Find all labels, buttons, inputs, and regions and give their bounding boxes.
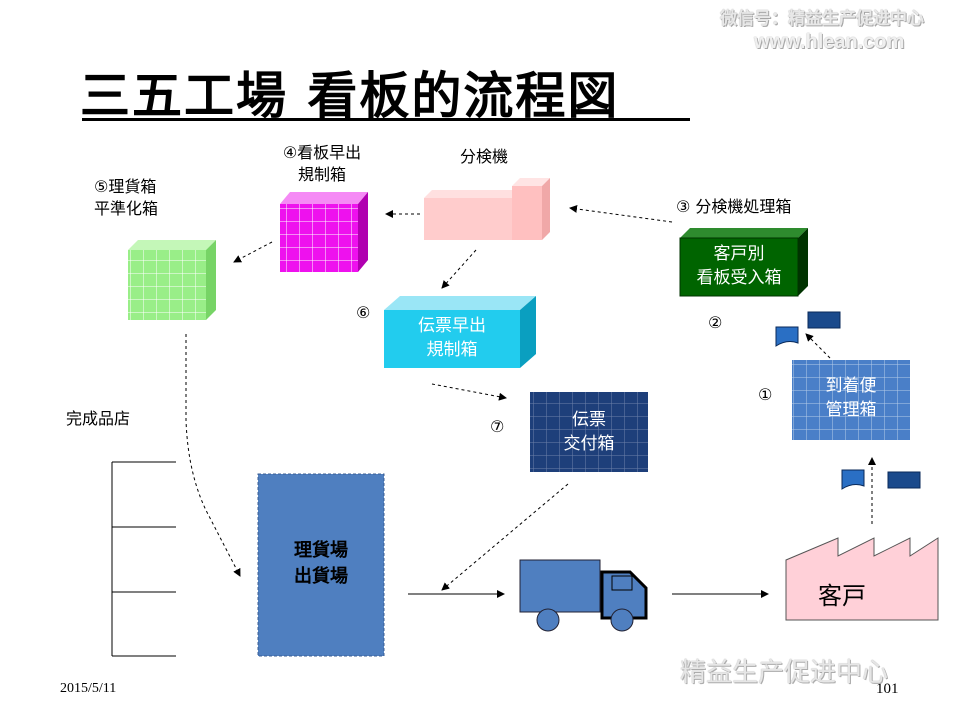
page-title: 三五工場 看板的流程図: [80, 67, 620, 125]
step-2-marker: ②: [708, 313, 723, 332]
customer-kanban-box-label: 客戸別 看板受入箱: [696, 244, 782, 288]
finished-goods-shelf: [111, 461, 176, 657]
kanban-cards-lower: [841, 469, 921, 490]
slip-delivery-box: [530, 392, 648, 472]
step-1-marker: ①: [758, 385, 773, 404]
yard-area: [257, 473, 385, 657]
sorter-label: 分検機: [460, 147, 509, 166]
dashed-arrows: [185, 204, 876, 591]
arrival-box-label: 到着便 管理箱: [825, 376, 877, 420]
yard-label: 理貨場 出貨場: [294, 540, 348, 587]
watermark-bottom: 精益生产促进中心: [680, 658, 889, 688]
sorter-machine: [424, 178, 550, 240]
sorter-box-label: ③ 分検機処理箱: [676, 197, 792, 216]
kanban-issue-box: [280, 192, 368, 272]
slip-issue-box-label: 伝票早出 規制箱: [418, 316, 486, 360]
customer-kanban-box: [679, 228, 808, 297]
slip-issue-box: [384, 296, 536, 368]
watermark-url: www.hlean.com: [754, 31, 905, 53]
footer-date: 2015/5/11: [60, 681, 117, 696]
finished-store-label: 完成品店: [66, 409, 131, 428]
footer-page-number: 101: [876, 681, 899, 697]
kanban-cards-upper: [775, 311, 841, 347]
truck-icon: [519, 559, 648, 632]
step-6-marker: ⑥: [356, 303, 371, 322]
slip-delivery-box-label: 伝票 交付箱: [563, 410, 615, 454]
kanban-issue-label: ④看板早出 規制箱: [282, 143, 362, 184]
customer-factory-icon: [785, 537, 939, 621]
arrival-box: [792, 360, 910, 440]
title-underline: [82, 118, 690, 121]
step-7-marker: ⑦: [490, 417, 505, 436]
heijunka-label: ⑤理貨箱 平準化箱: [94, 177, 159, 218]
watermark-wechat: 微信号：精益生产促进中心: [720, 9, 924, 29]
customer-label: 客戸: [818, 582, 866, 610]
heijunka-box: [128, 240, 216, 320]
